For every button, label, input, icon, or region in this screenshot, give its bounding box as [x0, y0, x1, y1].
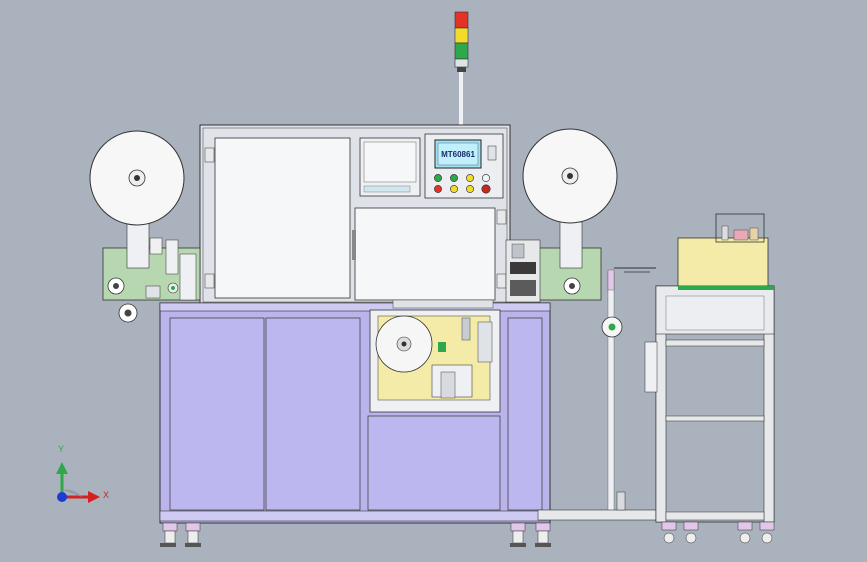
x-axis-label: X: [103, 490, 109, 500]
leveling-feet: [160, 522, 551, 547]
red-button[interactable]: [434, 185, 442, 193]
yellow-button[interactable]: [466, 185, 474, 193]
side-station: [644, 213, 775, 544]
cabinet-door[interactable]: [367, 415, 501, 511]
yellow-button[interactable]: [466, 174, 474, 182]
white-button[interactable]: [482, 174, 490, 182]
hmi-screen-label: MT60861: [441, 150, 475, 159]
push-buttons: [434, 174, 491, 194]
center-mechanism-window: [369, 299, 501, 413]
cabinet-door[interactable]: [169, 317, 265, 511]
green-button[interactable]: [450, 174, 458, 182]
cabinet-door[interactable]: [507, 317, 543, 511]
left-reel-assembly: [89, 130, 201, 323]
lower-cabinet: [159, 302, 551, 524]
signal-tower: [454, 11, 469, 128]
yellow-button[interactable]: [450, 185, 458, 193]
panel-key-switch[interactable]: [487, 145, 497, 161]
y-axis-label: Y: [58, 444, 64, 454]
tensioner-post: [537, 267, 657, 521]
right-reel-assembly: [505, 128, 618, 303]
coordinate-triad: Y X: [56, 444, 109, 503]
hmi-screen[interactable]: MT60861: [434, 139, 482, 169]
cabinet-door[interactable]: [265, 317, 361, 511]
green-button[interactable]: [434, 174, 442, 182]
emergency-stop-button[interactable]: [481, 184, 491, 194]
